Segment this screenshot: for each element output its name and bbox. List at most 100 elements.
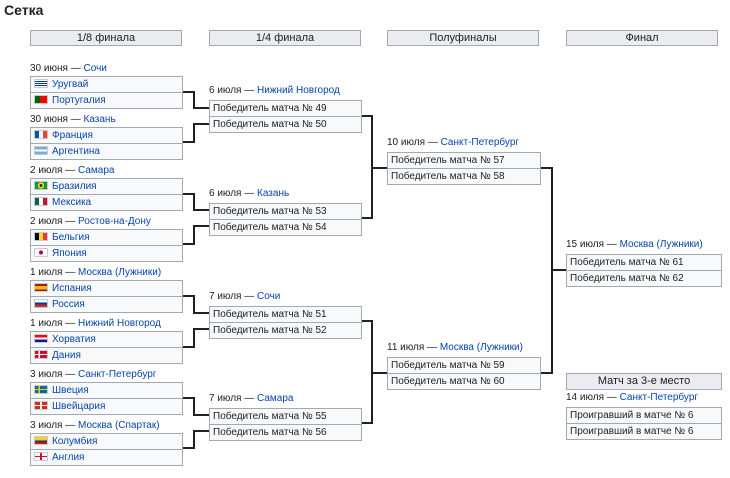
match-city-link[interactable]: Нижний Новгород <box>78 318 161 329</box>
score-cell <box>693 408 721 423</box>
team-name: Победитель матча № 55 <box>213 411 327 422</box>
separator: — <box>604 392 620 403</box>
match-city-link[interactable]: Казань <box>83 114 116 125</box>
match-city-link[interactable]: Санкт-Петербург <box>78 369 157 380</box>
team-row: Победитель матча № 62 <box>566 270 722 287</box>
match-city-link[interactable]: Нижний Новгород <box>257 85 340 96</box>
team-row: Колумбия <box>30 433 183 450</box>
team-row: Португалия <box>30 92 183 109</box>
colombia-flag-icon <box>34 436 48 445</box>
team-link[interactable]: Англия <box>52 452 85 463</box>
match-city-link[interactable]: Москва (Лужники) <box>78 267 162 278</box>
score-cell <box>511 358 540 373</box>
team-row: Проигравший в матче № 61 <box>566 407 722 424</box>
team-name: Победитель матча № 50 <box>213 119 327 130</box>
team-link[interactable]: Швеция <box>52 385 89 396</box>
match-city-link[interactable]: Самара <box>78 165 115 176</box>
match-date: 1 июля <box>30 267 63 278</box>
match-city-link[interactable]: Москва (Лужники) <box>439 342 523 353</box>
sweden-flag-icon <box>34 385 48 394</box>
team-link[interactable]: Франция <box>52 130 93 141</box>
connector-r16-2 <box>183 123 209 143</box>
team-row: Япония <box>30 245 183 262</box>
round-header-final: Финал <box>566 30 718 46</box>
score-cell <box>693 424 721 439</box>
team-link[interactable]: Мексика <box>52 197 92 208</box>
match-label: 1 июля — Нижний Новгород <box>30 317 161 331</box>
match-label: 30 июня — Сочи <box>30 62 107 76</box>
match-date: 6 июля <box>209 85 242 96</box>
match-city-link[interactable]: Москва (Спартак) <box>78 420 160 431</box>
separator: — <box>62 369 79 380</box>
connector-qf-1 <box>362 115 387 169</box>
team-link[interactable]: Дания <box>52 350 81 361</box>
team-row: Аргентина <box>30 143 183 160</box>
match-city-link[interactable]: Казань <box>257 188 290 199</box>
match-city-link[interactable]: Ростов-на-Дону <box>78 216 151 227</box>
team-row: Победитель матча № 58 <box>387 168 541 185</box>
russia-flag-icon <box>34 299 48 308</box>
connector-r16-1 <box>183 91 209 109</box>
team-row: Россия <box>30 296 183 313</box>
score-cell <box>693 271 721 286</box>
team-link[interactable]: Бельгия <box>52 232 90 243</box>
match-city-link[interactable]: Санкт-Петербург <box>440 137 520 148</box>
separator: — <box>425 137 441 148</box>
score-cell <box>154 348 182 363</box>
match-city-link[interactable]: Сочи <box>257 291 281 302</box>
score-cell <box>154 144 182 159</box>
team-link[interactable]: Испания <box>52 283 92 294</box>
team-row: Победитель матча № 60 <box>387 373 541 390</box>
team-name: Победитель матча № 52 <box>213 325 327 336</box>
team-link[interactable]: Швейцария <box>52 401 106 412</box>
team-row: Победитель матча № 56 <box>209 424 362 441</box>
score-cell <box>333 204 361 219</box>
match-date: 10 июля <box>387 137 426 148</box>
score-cell <box>154 179 182 194</box>
match-label: 7 июля — Самара <box>209 392 294 406</box>
connector-r16-3 <box>183 193 209 211</box>
team-name: Победитель матча № 61 <box>570 257 684 268</box>
score-cell <box>333 117 361 132</box>
team-link[interactable]: Россия <box>52 299 85 310</box>
score-cell <box>154 399 182 414</box>
round-header-qf: 1/4 финала <box>209 30 361 46</box>
switzerland-flag-icon <box>34 401 48 410</box>
team-name: Победитель матча № 62 <box>570 273 684 284</box>
match-city-link[interactable]: Сочи <box>83 63 107 74</box>
score-cell <box>154 128 182 143</box>
separator: — <box>62 165 79 176</box>
team-row: Победитель матча № 61 <box>566 254 722 271</box>
team-link[interactable]: Колумбия <box>52 436 98 447</box>
team-name: Победитель матча № 51 <box>213 309 327 320</box>
match-city-link[interactable]: Санкт-Петербург <box>619 392 699 403</box>
match-date: 3 июля <box>30 420 63 431</box>
team-link[interactable]: Аргентина <box>52 146 100 157</box>
team-name: Победитель матча № 59 <box>391 360 505 371</box>
team-link[interactable]: Португалия <box>52 95 106 106</box>
team-link[interactable]: Бразилия <box>52 181 97 192</box>
match-city-link[interactable]: Самара <box>257 393 294 404</box>
separator: — <box>604 239 620 250</box>
round-header-sf: Полуфиналы <box>387 30 539 46</box>
brazil-flag-icon <box>34 181 48 190</box>
separator: — <box>67 63 84 74</box>
score-cell <box>154 77 182 92</box>
connector-r16-6 <box>183 328 209 348</box>
score-cell <box>333 323 361 338</box>
team-row: Победитель матча № 52 <box>209 322 362 339</box>
score-cell <box>154 383 182 398</box>
separator: — <box>241 188 258 199</box>
match-date: 15 июля <box>566 239 605 250</box>
separator: — <box>241 291 258 302</box>
team-link[interactable]: Япония <box>52 248 87 259</box>
team-link[interactable]: Хорватия <box>52 334 96 345</box>
match-label: 6 июля — Нижний Новгород <box>209 84 340 98</box>
match-label: 6 июля — Казань <box>209 187 289 201</box>
connector-qf-4 <box>362 373 373 424</box>
uruguay-flag-icon <box>34 79 48 88</box>
connector-r16-8 <box>183 430 209 449</box>
match-city-link[interactable]: Москва (Лужники) <box>619 239 703 250</box>
team-link[interactable]: Уругвай <box>52 79 89 90</box>
